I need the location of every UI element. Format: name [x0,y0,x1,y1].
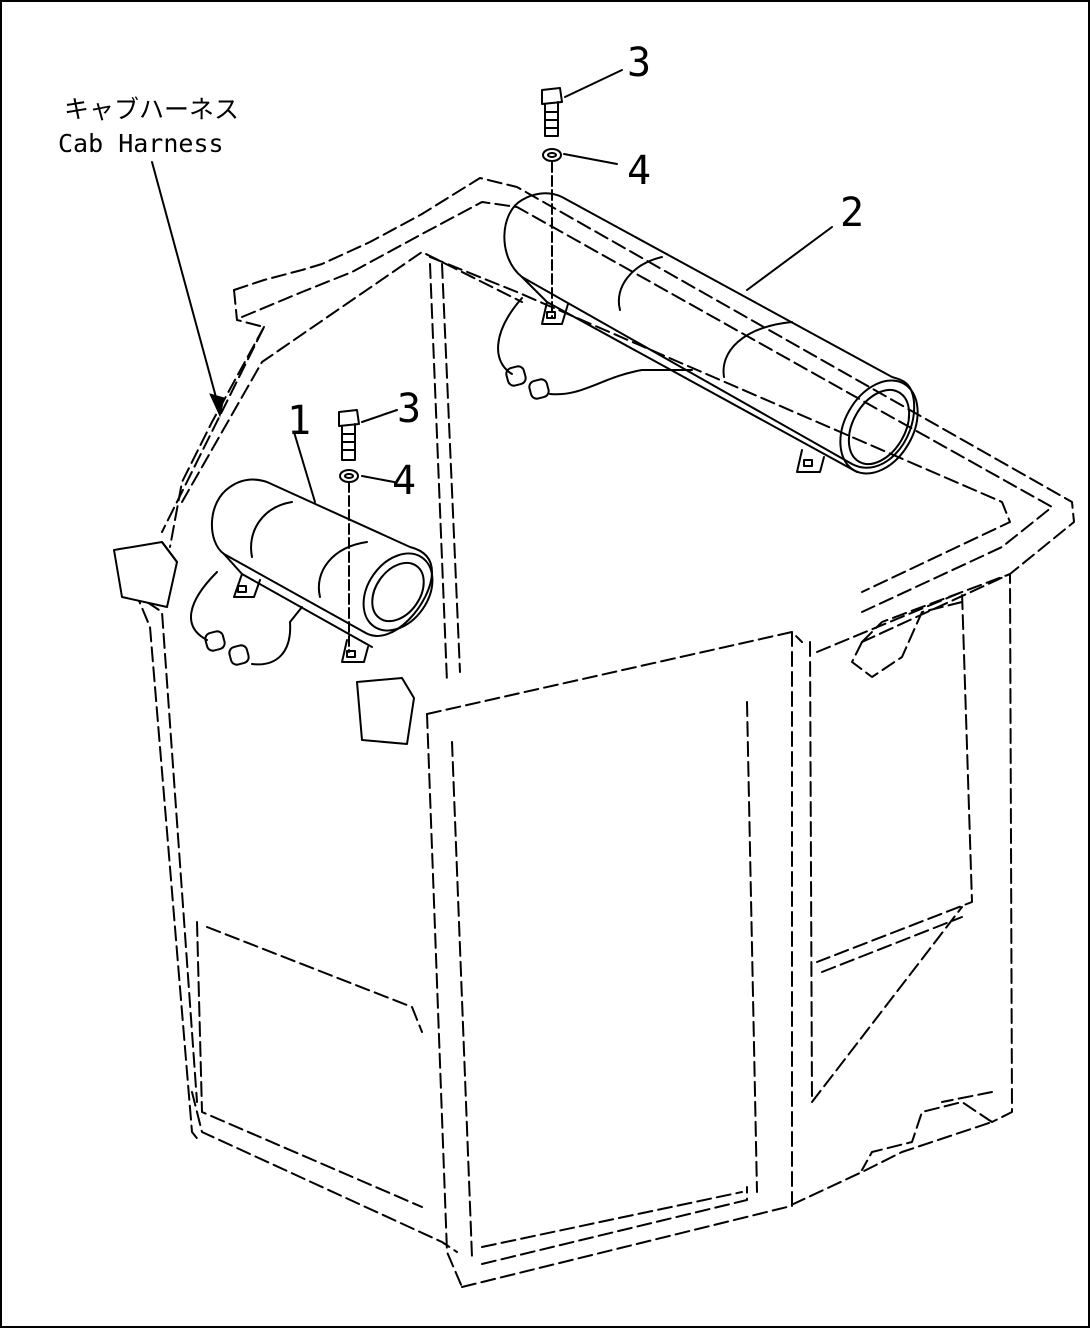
harness-arrow-head [209,393,225,418]
callout-washer-left: 4 [392,458,416,504]
mirror-front [356,677,415,745]
speaker-2 [503,192,919,475]
bolt-top [541,87,563,137]
callout-part-2: 2 [840,190,864,236]
speaker-1 [211,478,434,663]
callout-part-1: 1 [287,398,311,444]
bolt-left [338,409,360,461]
leader-lines [151,69,833,503]
washer-top [542,148,562,162]
callout-washer-top: 4 [627,148,651,194]
callout-bolt-top: 3 [627,40,651,86]
harness-label-jp: キャブハーネス [64,95,239,124]
cab-body-outline [126,177,1075,1288]
washer-left [339,469,359,483]
speaker-2-wire [497,297,693,400]
harness-label-en: Cab Harness [58,129,224,158]
callout-bolt-left: 3 [397,386,421,432]
mirror-left [113,541,178,608]
speaker-1-wire [190,571,303,666]
